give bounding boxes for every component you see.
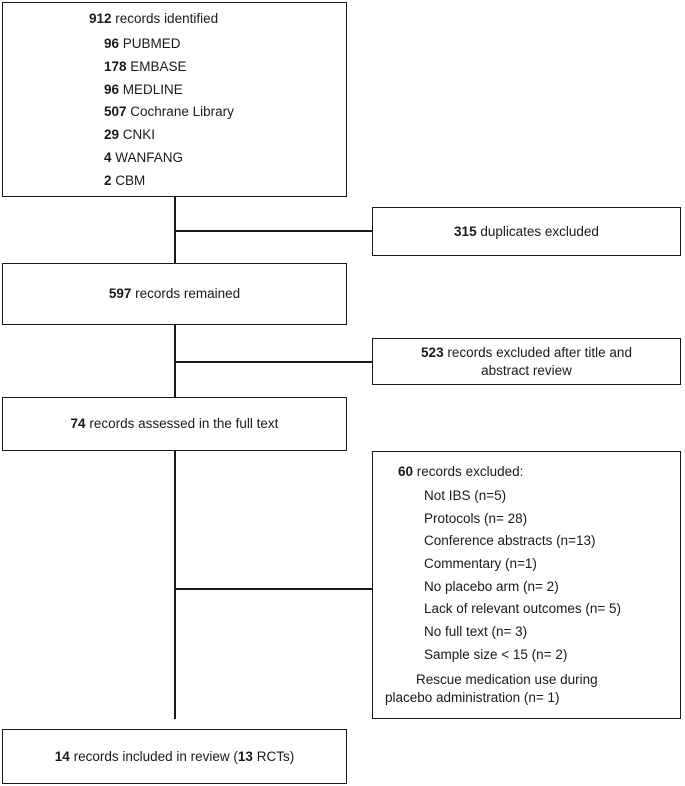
connector-main-3	[174, 451, 176, 719]
duplicates-text: 315 duplicates excluded	[454, 223, 599, 239]
title-excluded-text: 523 records excluded after title and abs…	[421, 344, 632, 378]
excluded-reason: Protocols (n= 28)	[424, 511, 528, 526]
connector-branch-1	[174, 230, 372, 232]
source-embase: 178 EMBASE	[104, 59, 187, 74]
source-wanfang: 4 WANFANG	[104, 150, 184, 165]
source-cochrane: 507 Cochrane Library	[104, 104, 234, 119]
connector-branch-2	[174, 361, 372, 363]
duplicates-box: 315 duplicates excluded	[372, 207, 681, 256]
excluded-reason: Conference abstracts (n=13)	[424, 533, 596, 548]
excluded-reason: Commentary (n=1)	[424, 556, 537, 571]
excluded-reason-last-line1: Rescue medication use during	[416, 672, 598, 687]
remained-text: 597 records remained	[108, 286, 241, 301]
source-medline: 96 MEDLINE	[104, 82, 183, 97]
identified-label: records identified	[115, 11, 219, 26]
remained-box: 597 records remained	[2, 263, 347, 325]
title-excluded-box: 523 records excluded after title and abs…	[372, 338, 681, 385]
excluded-reason-last-line2: placebo administration (n= 1)	[385, 690, 560, 705]
excluded-reason: Sample size < 15 (n= 2)	[424, 647, 568, 662]
identified-count: 912	[89, 11, 112, 26]
source-cnki: 29 CNKI	[104, 127, 156, 142]
included-box: 14 records included in review (13 RCTs)	[2, 729, 347, 784]
excluded-heading: 60 records excluded:	[398, 464, 524, 479]
source-pubmed: 96 PUBMED	[104, 36, 181, 51]
included-text: 14 records included in review (13 RCTs)	[54, 748, 295, 764]
connector-branch-3	[174, 588, 372, 590]
identified-box: 912 records identified 96 PUBMED 178 EMB…	[2, 2, 347, 197]
identified-heading: 912 records identified	[89, 11, 218, 27]
excluded-reason: No placebo arm (n= 2)	[424, 579, 559, 594]
excluded-reason: Not IBS (n=5)	[424, 488, 507, 503]
full-text-box: 74 records assessed in the full text	[2, 397, 347, 451]
source-cbm: 2 CBM	[104, 173, 146, 188]
excluded-reason: No full text (n= 3)	[424, 624, 528, 639]
excluded-box: 60 records excluded: Not IBS (n=5) Proto…	[372, 451, 681, 719]
excluded-reason: Lack of relevant outcomes (n= 5)	[424, 601, 621, 616]
full-text-text: 74 records assessed in the full text	[70, 416, 279, 431]
